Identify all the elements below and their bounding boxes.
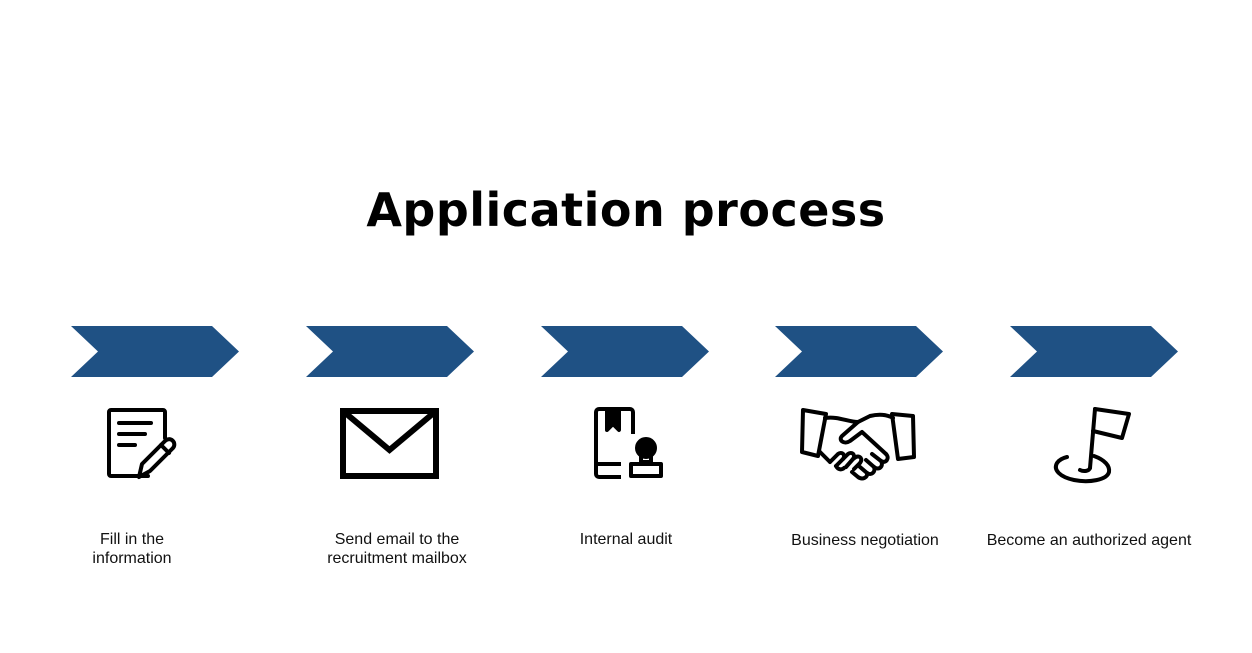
- step-1-chevron: [71, 326, 239, 377]
- envelope-icon: [330, 400, 450, 490]
- handshake-icon: [798, 400, 918, 490]
- step-1-label: Fill in the information: [92, 531, 172, 567]
- flag-target-icon: [1027, 400, 1147, 490]
- step-4-label: Business negotiation: [791, 532, 939, 549]
- document-pen-icon: [95, 400, 215, 490]
- certificate-book-icon: [565, 400, 685, 490]
- step-3-label: Internal audit: [579, 531, 673, 548]
- step-3-chevron: [541, 326, 709, 377]
- step-2-label: Send email to the recruitment mailbox: [327, 531, 467, 567]
- step-5-chevron: [1010, 326, 1178, 377]
- page-title: Application process: [366, 183, 886, 237]
- step-2-chevron: [306, 326, 474, 377]
- step-4-chevron: [775, 326, 943, 377]
- step-5-label: Become an authorized agent: [986, 532, 1192, 549]
